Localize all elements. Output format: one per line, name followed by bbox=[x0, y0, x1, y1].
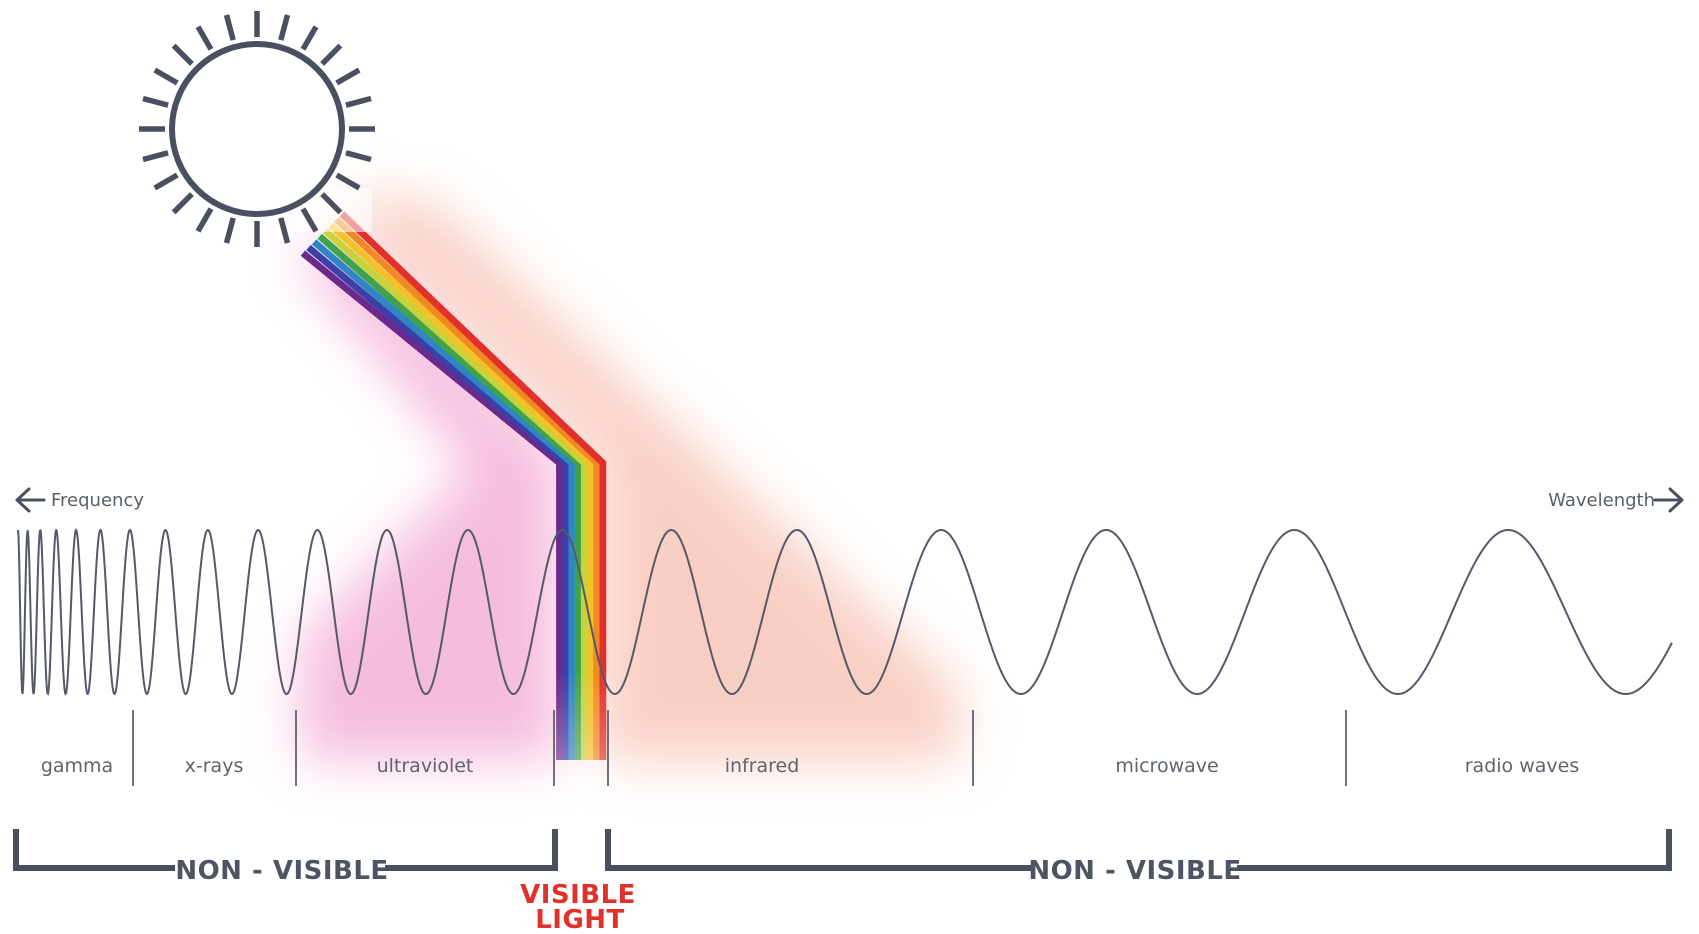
sun-ray bbox=[278, 217, 291, 244]
visible-label-line2: LIGHT bbox=[535, 905, 625, 934]
beam-strip bbox=[300, 250, 563, 760]
band-labels: gamma x-rays ultraviolet infrared microw… bbox=[41, 755, 1579, 777]
sun-ray bbox=[171, 192, 194, 215]
beam-strip bbox=[339, 211, 607, 760]
sun-ray bbox=[153, 172, 179, 191]
wavelength-label: Wavelength bbox=[1548, 490, 1655, 511]
arrow-left-icon bbox=[15, 487, 46, 513]
wavelength-axis-label: Wavelength bbox=[1548, 487, 1684, 513]
bracket-right-part bbox=[1237, 829, 1672, 871]
non-visible-left-bracket bbox=[13, 829, 558, 871]
beam-strip bbox=[328, 222, 594, 760]
band-dividers bbox=[132, 710, 1347, 786]
band-label-radio-waves: radio waves bbox=[1465, 755, 1579, 777]
spectrum-glow bbox=[290, 200, 960, 760]
arrow-right-icon bbox=[1653, 487, 1684, 513]
visible-light-label: VISIBLE LIGHT bbox=[520, 880, 636, 934]
sun-ray bbox=[335, 172, 361, 191]
sun-ray bbox=[345, 95, 372, 108]
beam-strip bbox=[334, 217, 601, 760]
beam-strip bbox=[317, 233, 582, 760]
visible-label-line1: VISIBLE bbox=[520, 880, 636, 910]
sun-ray bbox=[142, 95, 169, 108]
band-label-ultraviolet: ultraviolet bbox=[377, 755, 474, 777]
band-label-infrared: infrared bbox=[725, 755, 800, 777]
sun-ray bbox=[335, 67, 361, 86]
sun-ray bbox=[345, 150, 372, 163]
sun-ray bbox=[320, 43, 343, 66]
infrared-glow bbox=[330, 200, 960, 760]
wavelength-wave bbox=[17, 528, 1673, 696]
light-beam bbox=[296, 188, 607, 760]
bracket-left-part bbox=[385, 829, 558, 871]
ultraviolet-glow bbox=[290, 250, 560, 760]
sun-icon bbox=[139, 11, 375, 247]
sun-ray bbox=[320, 192, 343, 215]
sun-ray bbox=[195, 207, 214, 233]
frequency-label: Frequency bbox=[51, 490, 144, 511]
band-label-x-rays: x-rays bbox=[185, 755, 244, 777]
beam-strip bbox=[323, 228, 588, 760]
sun-ray bbox=[300, 25, 319, 51]
sun-ray bbox=[223, 14, 236, 41]
sun-ray bbox=[153, 67, 179, 86]
beam-strip bbox=[311, 239, 576, 760]
beam-strip bbox=[306, 244, 570, 760]
sun-ray bbox=[195, 25, 214, 51]
bracket-right-part bbox=[605, 829, 1032, 871]
sun-ray bbox=[171, 43, 194, 66]
band-label-gamma: gamma bbox=[41, 755, 113, 777]
non-visible-left-label: NON - VISIBLE bbox=[175, 856, 388, 886]
frequency-axis-label: Frequency bbox=[15, 487, 144, 513]
non-visible-right-label: NON - VISIBLE bbox=[1028, 856, 1241, 886]
sun-ray bbox=[142, 150, 169, 163]
band-label-microwave: microwave bbox=[1115, 755, 1218, 777]
sun-ray bbox=[300, 207, 319, 233]
sun-ray bbox=[223, 217, 236, 244]
sun-disc bbox=[169, 41, 345, 217]
sun-ray bbox=[278, 14, 291, 41]
beam-start-fade bbox=[296, 188, 372, 232]
bracket-left-part bbox=[13, 829, 175, 871]
non-visible-right-bracket bbox=[605, 829, 1672, 871]
